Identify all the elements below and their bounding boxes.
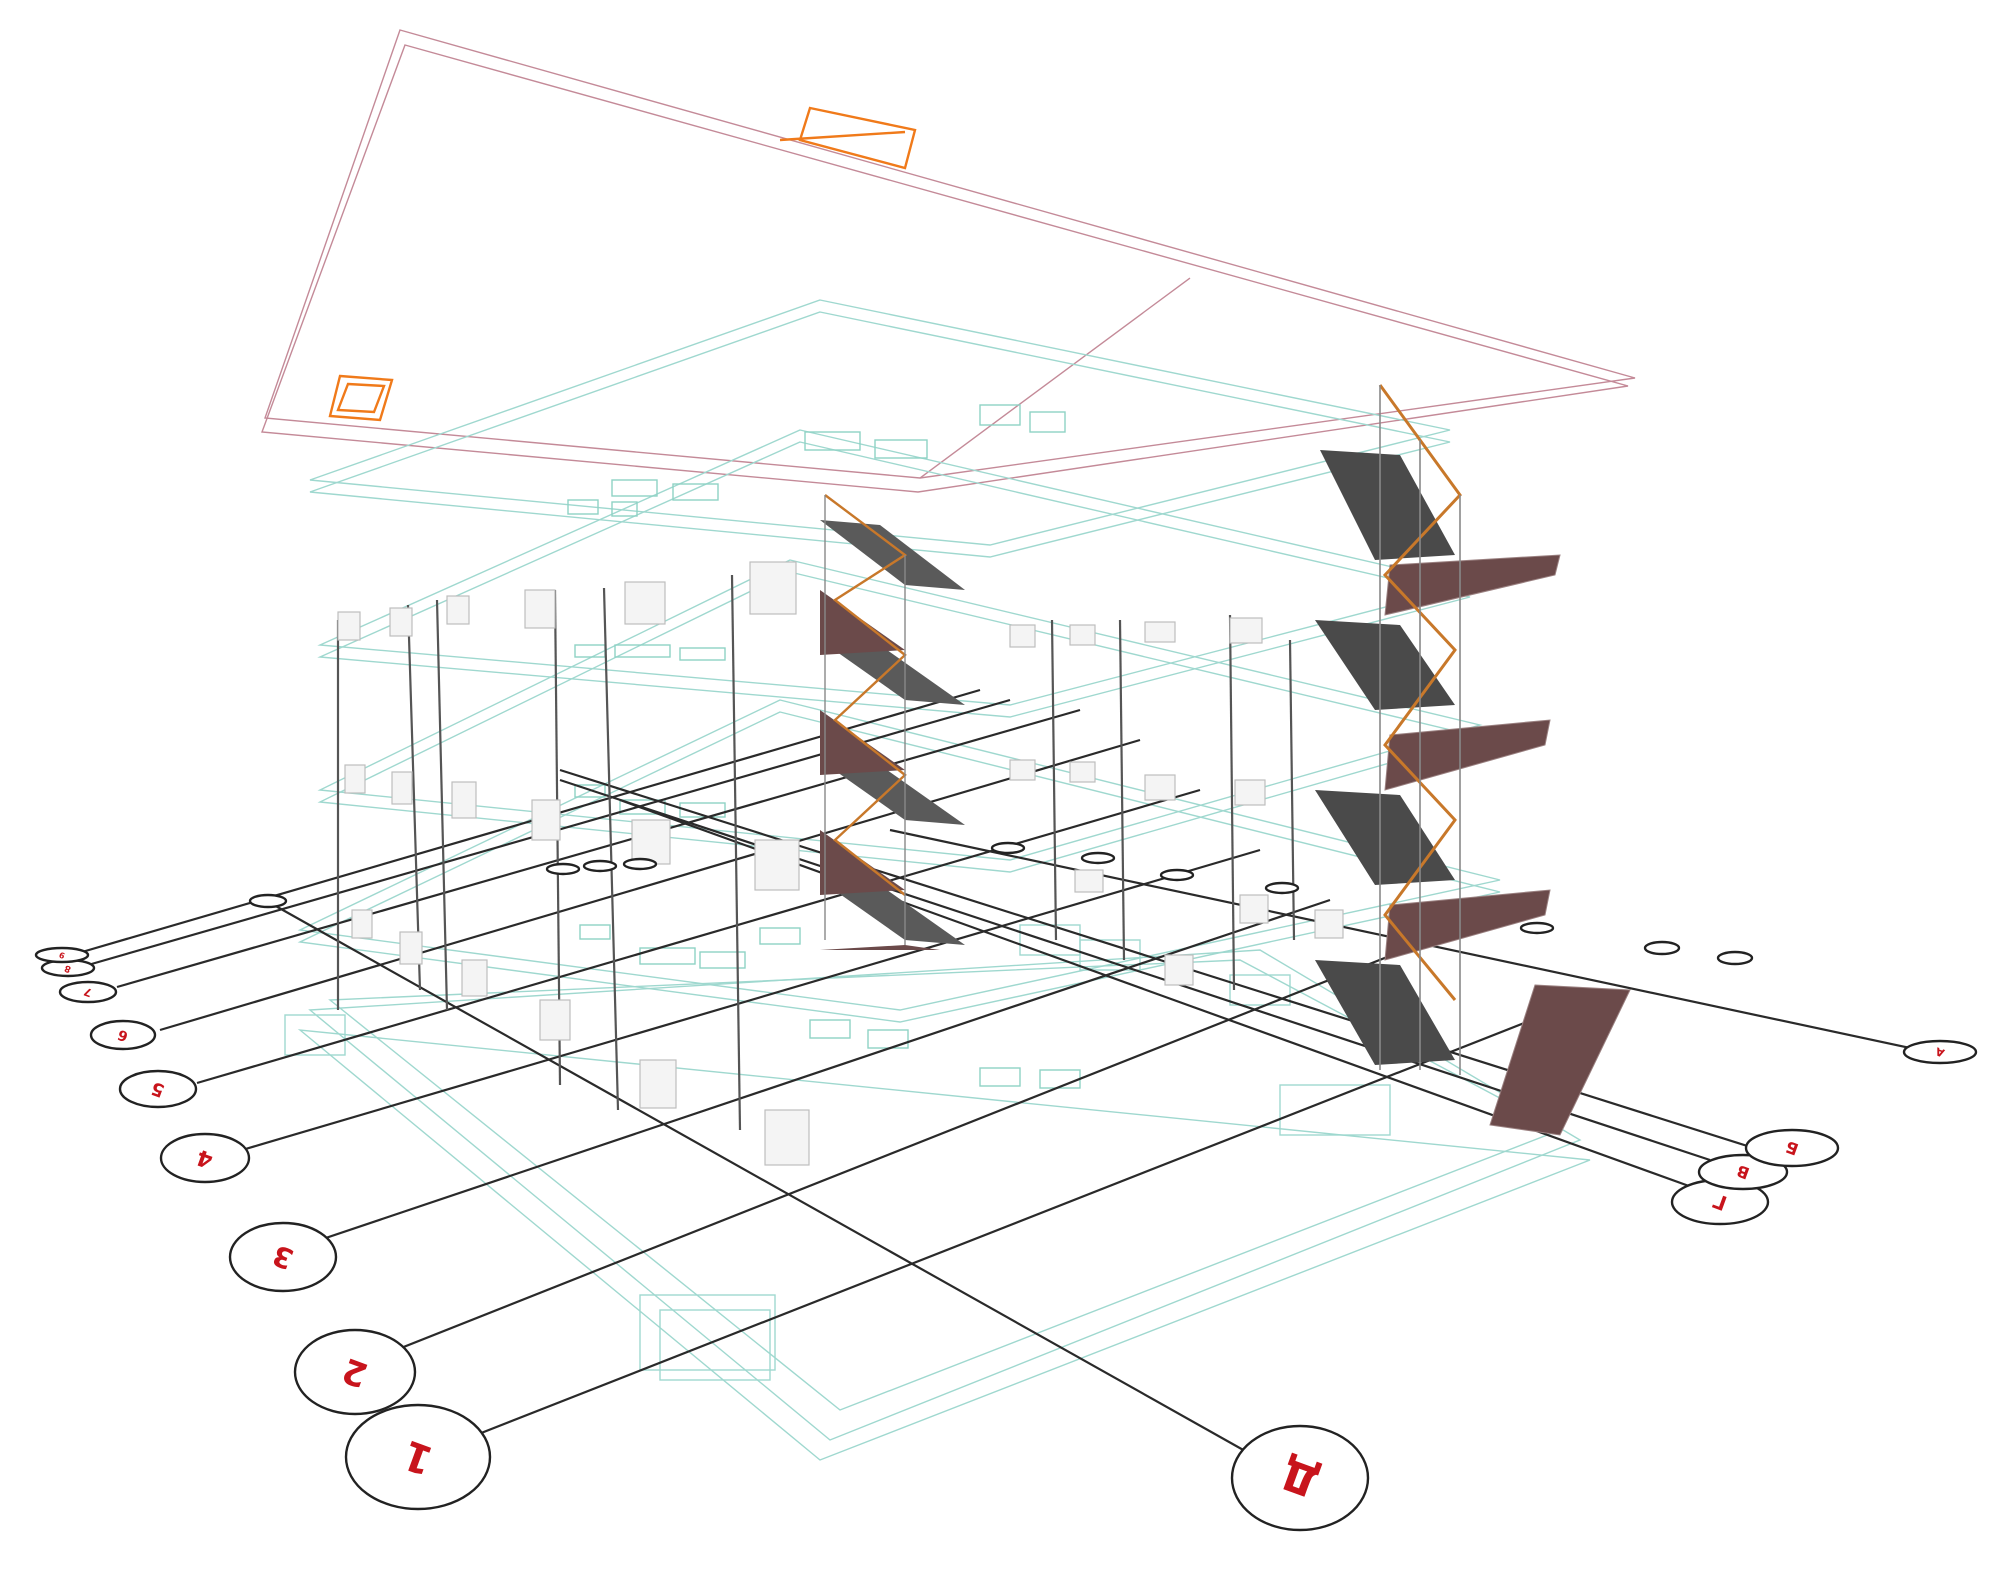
axis-bubble-1: 1 xyxy=(344,1403,492,1511)
radiators xyxy=(337,561,1344,1166)
floor-slabs xyxy=(284,299,1591,1461)
axis-bubble-D: Д xyxy=(1230,1424,1370,1532)
axis-bubble-B: Б xyxy=(1744,1128,1840,1168)
skylight-icon xyxy=(328,106,917,422)
stair-left-handrails xyxy=(824,494,908,896)
axis-bubble-6: 6 xyxy=(89,1019,157,1051)
axis-bubble-5: 5 xyxy=(118,1069,198,1109)
axis-label-7: 7 xyxy=(82,985,94,1000)
axis-bubble-4: 4 xyxy=(159,1132,251,1184)
stair-core-right xyxy=(1315,384,1631,1136)
far-axis-markers xyxy=(248,841,1754,966)
stair-right-flights xyxy=(1384,554,1631,1136)
roof-plane xyxy=(261,29,1636,493)
columns xyxy=(336,574,1296,1131)
axis-bubbles-numeric: 1 2 3 4 5 6 7 8 xyxy=(34,946,492,1511)
axis-label-B: Б xyxy=(1783,1137,1801,1159)
axis-label-V: В xyxy=(1734,1161,1752,1183)
axis-bubble-7: 7 xyxy=(58,980,118,1004)
axis-bubble-A: А xyxy=(1902,1039,1978,1065)
axis-bubble-2: 2 xyxy=(293,1328,417,1416)
axis-label-9: 9 xyxy=(57,950,66,961)
axis-bubble-3: 3 xyxy=(228,1221,338,1293)
stair-left-balusters xyxy=(824,495,906,945)
stair-core-left xyxy=(820,494,965,950)
windows xyxy=(567,404,1081,1089)
axis-bubbles-letter: Д Г В Б А xyxy=(1230,1039,1978,1532)
stair-right-balusters xyxy=(1379,385,1461,1075)
axis-label-8: 8 xyxy=(63,962,72,974)
axis-bubble-9: 9 xyxy=(34,946,90,964)
